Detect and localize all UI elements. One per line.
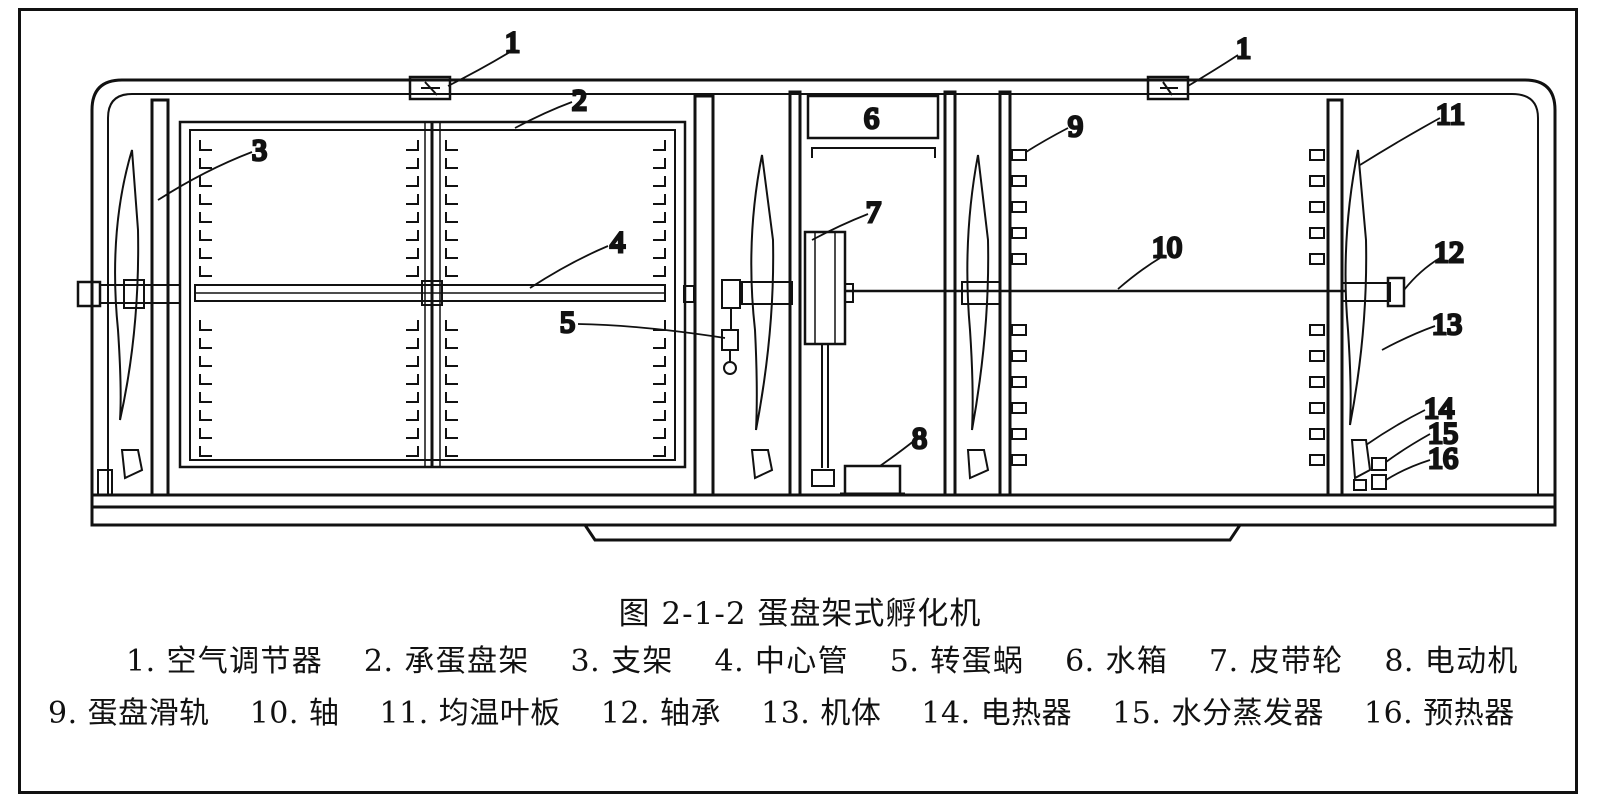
legend-item: 9. 蛋盘滑轨 — [48, 696, 210, 731]
callout-16: 16 — [1428, 442, 1458, 475]
figure-caption: 图 2-1-2 蛋盘架式孵化机 — [618, 596, 982, 632]
callout-4: 4 — [610, 226, 625, 259]
partition-1 — [788, 90, 802, 497]
uniform-temperature-vane — [1344, 149, 1368, 426]
electric-heater — [1350, 439, 1372, 480]
callout-3: 3 — [252, 134, 267, 167]
legend-item: 2. 承蛋盘架 — [363, 644, 530, 679]
cabinet-outline — [90, 78, 1557, 495]
support-left — [150, 98, 170, 497]
legend-item: 3. 支架 — [570, 644, 674, 679]
cabinet-inner — [107, 93, 1539, 495]
motor — [843, 464, 902, 496]
belt-pulley — [803, 230, 847, 346]
legend-item: 10. 轴 — [249, 696, 340, 731]
callout-5: 5 — [560, 306, 575, 339]
base-foot-center — [583, 524, 1242, 542]
fan-blade-right-inner — [966, 154, 990, 431]
figure-legend: 1. 空气调节器 2. 承蛋盘架 3. 支架 4. 中心管 5. 转蛋蜗 6. … — [48, 636, 1548, 740]
partition-2 — [943, 90, 957, 497]
egg-turning-worm — [721, 279, 741, 309]
partition-3 — [998, 90, 1012, 497]
callout-1-right: 1 — [1236, 32, 1251, 65]
legend-item: 16. 预热器 — [1364, 696, 1515, 731]
water-evaporator — [1371, 457, 1387, 471]
egg-tray-slide-rails — [1011, 149, 1325, 466]
callout-9: 9 — [1068, 110, 1083, 143]
bearing-left — [76, 280, 102, 308]
legend-item: 7. 皮带轮 — [1209, 644, 1344, 679]
fan-blade-middle — [750, 154, 775, 431]
air-regulator-left — [408, 75, 452, 101]
callout-6: 6 — [864, 102, 879, 135]
air-regulator-right — [1146, 75, 1190, 101]
legend-item: 6. 水箱 — [1065, 644, 1169, 679]
callout-13: 13 — [1432, 308, 1462, 341]
legend-item: 1. 空气调节器 — [126, 644, 324, 679]
legend-item: 11. 均温叶板 — [379, 696, 561, 731]
callout-15: 15 — [1428, 417, 1458, 450]
callout-12: 12 — [1434, 236, 1464, 269]
bearing-right — [1386, 276, 1406, 308]
callout-8: 8 — [912, 422, 927, 455]
callout-2: 2 — [572, 84, 587, 117]
legend-item: 13. 机体 — [761, 696, 882, 731]
figure-border — [18, 8, 1578, 794]
legend-item: 4. 中心管 — [714, 644, 849, 679]
support-right — [1326, 98, 1344, 497]
legend-item: 5. 转蛋蜗 — [889, 644, 1025, 679]
callout-1-left: 1 — [505, 26, 520, 59]
tray-hooks — [199, 140, 666, 457]
water-tank — [806, 94, 940, 140]
callout-14: 14 — [1424, 392, 1454, 425]
legend-item: 12. 轴承 — [600, 696, 722, 731]
legend-item: 15. 水分蒸发器 — [1112, 696, 1324, 731]
callout-7: 7 — [866, 196, 881, 229]
callout-11: 11 — [1436, 98, 1465, 131]
callout-10: 10 — [1152, 231, 1182, 264]
base-rail — [90, 493, 1557, 509]
legend-item: 14. 电热器 — [921, 696, 1073, 731]
preheater — [1371, 474, 1387, 490]
base-plate — [90, 505, 1557, 527]
support-middle — [693, 94, 715, 497]
legend-item: 8. 电动机 — [1384, 644, 1518, 679]
incubator-diagram: 1 1 2 3 4 5 6 7 8 9 10 11 12 13 14 15 16 — [76, 25, 1557, 542]
